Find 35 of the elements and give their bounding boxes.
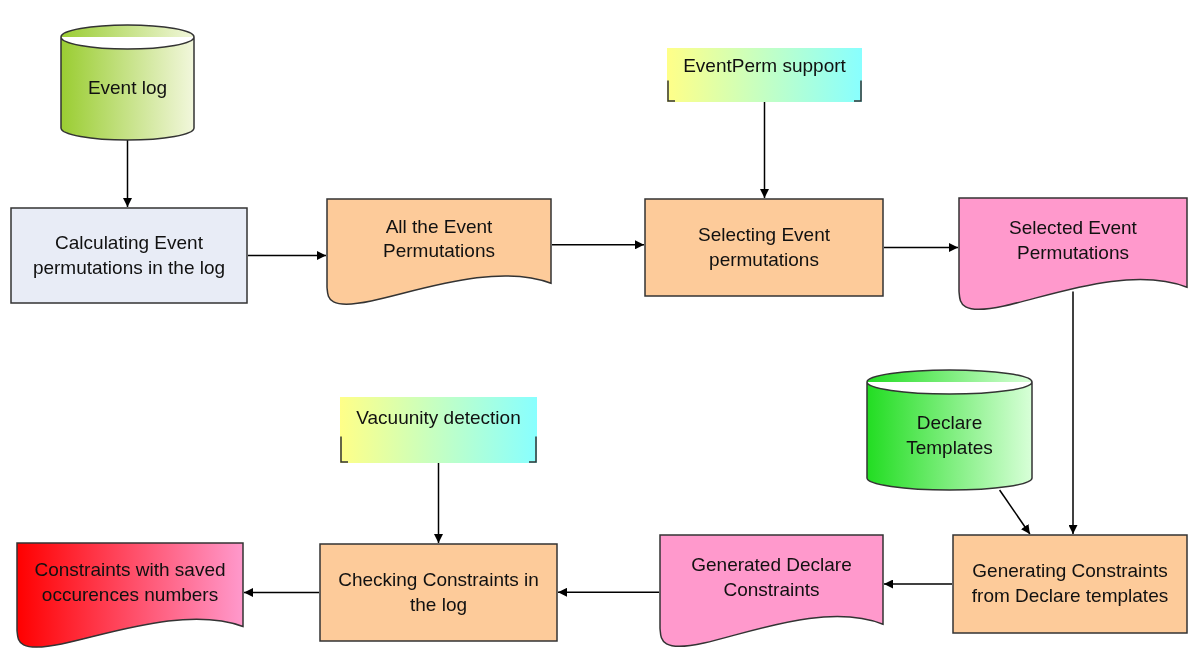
arrow [247, 251, 327, 260]
process-box [952, 534, 1188, 634]
arrow [760, 101, 769, 199]
arrow [998, 489, 1031, 535]
arrow [123, 139, 132, 208]
node-label: All the Event Permutations [382, 214, 496, 264]
node-label: Selecting Event permutations [697, 222, 831, 272]
node-label: Declare Templates [905, 411, 994, 460]
process-box [644, 198, 884, 297]
node-label: EventPerm support [683, 53, 846, 78]
process-box [319, 543, 558, 642]
arrow [243, 588, 320, 597]
document-shape [659, 534, 884, 644]
database-cylinder [866, 370, 1033, 490]
arrow [883, 243, 959, 252]
arrow [551, 240, 645, 250]
node-label: Constraints with saved occurences numbers [33, 558, 227, 608]
document-shape [16, 542, 244, 645]
node-label: Generating Constraints from Declare templates [970, 559, 1170, 608]
arrow [883, 579, 953, 589]
process-box [10, 207, 248, 304]
node-label: Calculating Event permutations in the log [31, 230, 227, 280]
node-label: Generated Declare Constraints [690, 552, 853, 602]
arrow [1068, 290, 1078, 535]
node-label: Event log [87, 76, 168, 101]
arrow [557, 587, 660, 597]
document-shape [326, 198, 552, 302]
node-label: Checking Constraints in the log [337, 567, 540, 617]
annotation-note [340, 397, 537, 463]
arrow [434, 462, 443, 544]
node-label: Selected Event Permutations [1008, 215, 1138, 265]
database-cylinder [60, 25, 195, 140]
annotation-note [667, 48, 862, 102]
document-shape [958, 197, 1188, 307]
node-label: Vacuunity detection [356, 406, 521, 431]
